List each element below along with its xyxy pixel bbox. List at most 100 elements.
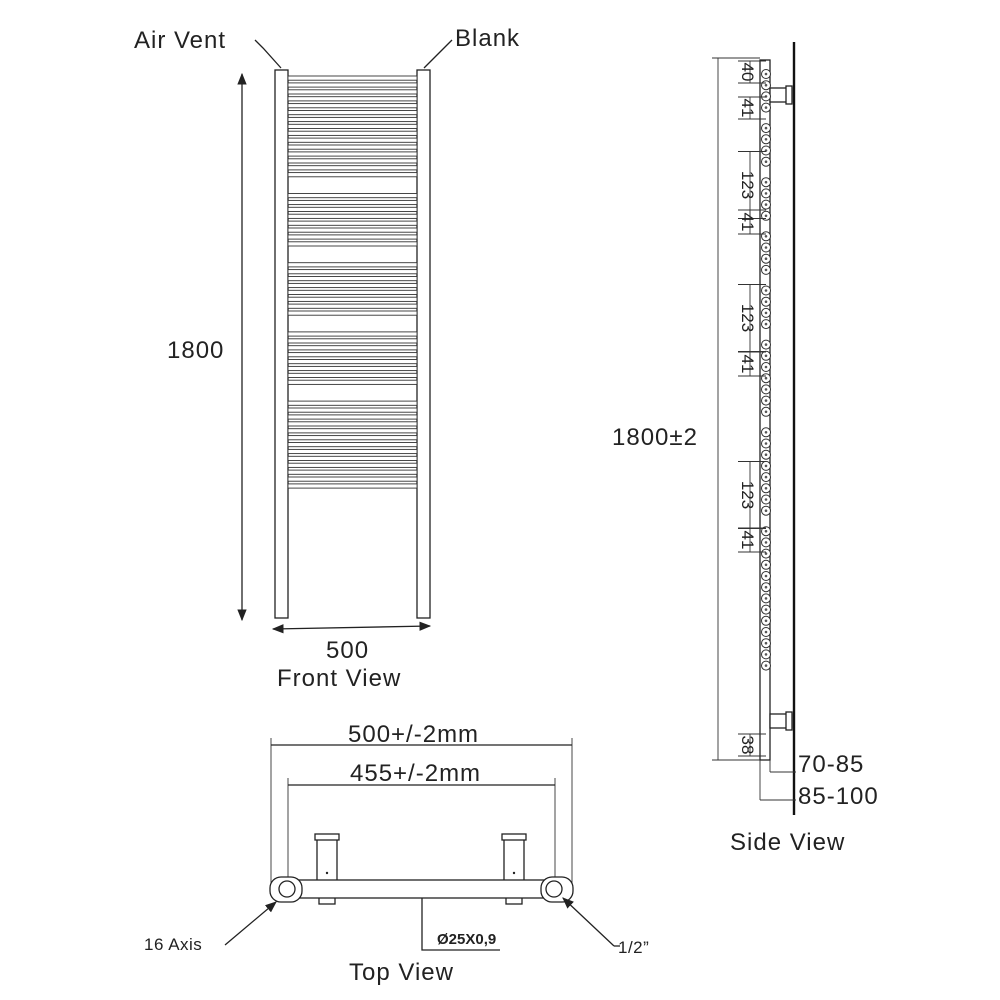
side-tube-core xyxy=(764,664,768,667)
towel-bar xyxy=(287,296,418,302)
towel-bar xyxy=(287,241,418,247)
side-tube-core xyxy=(764,214,768,218)
side-tube-core xyxy=(764,126,768,130)
side-tube-core xyxy=(764,653,768,656)
towel-bar xyxy=(287,103,418,109)
towel-bar xyxy=(287,442,418,448)
side-tube-core xyxy=(764,72,768,76)
towel-bar xyxy=(287,82,418,88)
towel-bar xyxy=(287,414,418,420)
towel-bar xyxy=(287,421,418,427)
front-view-title: Front View xyxy=(277,665,401,692)
side-tube-core xyxy=(764,509,768,512)
towel-bar xyxy=(287,365,418,372)
side-tube-core xyxy=(764,268,768,272)
side-tube-core xyxy=(764,585,768,589)
side-tube-core xyxy=(764,322,768,326)
side-tube-core xyxy=(764,453,768,457)
width-dimension-label: 500 xyxy=(326,637,369,664)
towel-bar xyxy=(287,193,418,199)
towel-bar xyxy=(287,282,418,289)
spacing-label: 38 xyxy=(738,736,757,755)
towel-bar xyxy=(287,165,418,171)
side-tube-core xyxy=(764,431,768,434)
towel-bar xyxy=(287,269,418,275)
left-end-cap xyxy=(269,876,303,903)
side-tubes xyxy=(761,69,771,671)
side-tube-core xyxy=(764,475,768,479)
side-tube-core xyxy=(764,192,768,195)
towel-bar xyxy=(287,172,418,178)
towel-bar xyxy=(287,234,418,240)
side-tube-core xyxy=(764,529,768,533)
side-tube-core xyxy=(764,376,768,380)
side-tube-core xyxy=(764,498,768,501)
spacing-label: 123 xyxy=(738,171,757,199)
depth-label-2: 85-100 xyxy=(798,783,879,810)
thread-leader xyxy=(562,897,615,947)
side-tube-core xyxy=(764,343,768,346)
side-tube-core xyxy=(764,160,768,163)
side-tube-core xyxy=(764,106,768,109)
towel-bar xyxy=(287,379,418,385)
towel-bar xyxy=(287,400,418,406)
towel-bar xyxy=(287,158,418,164)
towel-bar xyxy=(287,213,418,219)
spacing-label: 41 xyxy=(738,531,757,550)
towel-bar xyxy=(287,455,418,461)
thread-label: 1/2” xyxy=(618,938,649,957)
right-bracket xyxy=(503,837,525,883)
side-tube-core xyxy=(764,289,768,292)
towel-bar xyxy=(287,116,418,123)
side-tube-core xyxy=(764,388,768,391)
side-tube-core xyxy=(764,354,768,358)
outer-width-label: 500+/-2mm xyxy=(348,721,479,748)
towel-bar xyxy=(287,137,418,143)
spacing-label: 41 xyxy=(738,213,757,232)
side-tube-core xyxy=(764,641,768,645)
towel-bar xyxy=(287,89,418,95)
side-tube-core xyxy=(764,442,768,445)
spacing-label: 123 xyxy=(738,481,757,509)
side-tube-core xyxy=(764,597,768,600)
height-dimension-label: 1800 xyxy=(167,337,224,364)
side-tube-core xyxy=(764,365,768,369)
towel-bar xyxy=(287,303,418,309)
air-vent-leader xyxy=(254,39,282,69)
towel-bar xyxy=(287,110,418,116)
towel-bar xyxy=(287,276,418,282)
towel-bar xyxy=(287,227,418,233)
side-view-title: Side View xyxy=(730,829,845,856)
spacing-label: 123 xyxy=(738,304,757,332)
inner-width-label: 455+/-2mm xyxy=(350,760,481,787)
towel-bar xyxy=(287,331,418,337)
side-tube-core xyxy=(764,138,768,141)
spacing-label: 40 xyxy=(738,63,757,82)
side-tube-core xyxy=(764,235,768,238)
side-tube-core xyxy=(764,399,768,402)
towel-bar xyxy=(287,220,418,226)
side-tube-core xyxy=(764,180,768,184)
pipe-leader xyxy=(421,898,500,951)
towel-bar xyxy=(287,462,418,468)
side-tube-core xyxy=(764,464,768,468)
towel-bar xyxy=(287,310,418,316)
side-tube-core xyxy=(764,630,768,634)
towel-bar xyxy=(287,448,418,455)
width-dimension-arrow xyxy=(271,621,432,634)
spacing-label: 41 xyxy=(738,355,757,374)
spacing-label: 41 xyxy=(738,99,757,118)
towel-bar xyxy=(287,123,418,129)
towel-bar xyxy=(287,262,418,268)
left-column xyxy=(274,69,289,619)
towel-bar xyxy=(287,483,418,489)
side-tube-core xyxy=(764,563,768,567)
towel-bar xyxy=(287,476,418,482)
side-tube-core xyxy=(764,410,768,414)
side-height-label: 1800±2 xyxy=(612,424,698,451)
towel-bar xyxy=(287,144,418,150)
side-tube-core xyxy=(764,311,768,315)
left-bracket xyxy=(316,837,338,883)
